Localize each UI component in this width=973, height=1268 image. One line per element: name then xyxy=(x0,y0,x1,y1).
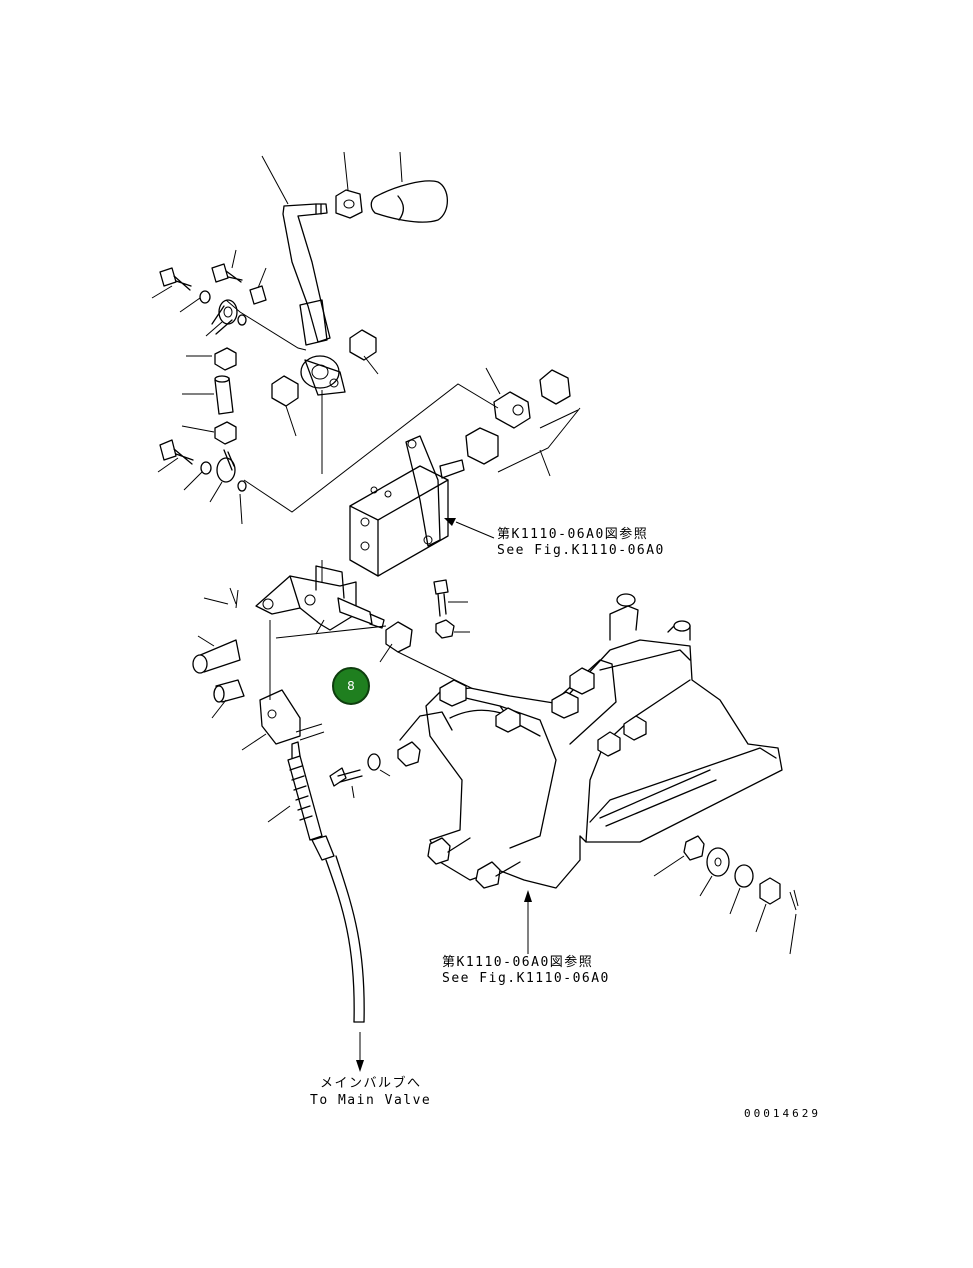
rod-end-upper xyxy=(211,299,238,335)
control-cable xyxy=(287,741,365,1023)
mounting-frame xyxy=(397,593,783,889)
washer xyxy=(199,290,211,304)
destination-note-en: To Main Valve xyxy=(310,1093,432,1108)
collar xyxy=(385,621,413,653)
callout-leaders-right xyxy=(653,855,797,955)
washer xyxy=(706,847,730,877)
nut xyxy=(214,347,237,371)
callout-leaders-mid xyxy=(197,597,393,823)
pin xyxy=(213,679,245,703)
callout-leaders xyxy=(151,151,551,525)
washer xyxy=(237,480,247,492)
nut xyxy=(435,619,455,639)
castle-nut xyxy=(759,877,781,905)
nut xyxy=(214,421,237,445)
part-hotspot-8[interactable]: 8 xyxy=(332,667,370,705)
bolt-upper-left xyxy=(159,267,192,291)
collar xyxy=(539,369,571,405)
small-nut xyxy=(249,285,267,305)
ref-note-upper-en: See Fig.K1110-06A0 xyxy=(497,543,665,558)
drawing-number: 00014629 xyxy=(744,1107,821,1120)
valve-block xyxy=(349,435,465,577)
ref-arrow-upper-head xyxy=(444,518,456,526)
cotter-pin xyxy=(229,587,239,609)
yoke xyxy=(259,689,301,745)
cotter-pin xyxy=(295,723,325,741)
bushing xyxy=(349,329,377,361)
ref-note-upper-jp: 第K1110-06A0図参照 xyxy=(497,527,649,542)
bracket-upper xyxy=(493,391,531,429)
cotter-pin xyxy=(789,889,799,911)
bolt-lower xyxy=(329,767,363,787)
bolt-right xyxy=(433,579,449,617)
lever-nut xyxy=(335,189,363,219)
bushing xyxy=(271,375,299,407)
hotspot-label: 8 xyxy=(347,679,355,693)
ref-note-lower-en: See Fig.K1110-06A0 xyxy=(442,971,610,986)
clevis-pin xyxy=(192,639,241,674)
bolt-upper-mid xyxy=(211,263,243,283)
washer xyxy=(734,864,754,888)
rod-end-lower xyxy=(216,449,236,483)
ref-arrow-lower-head xyxy=(524,890,532,902)
ref-arrow-upper xyxy=(455,521,495,539)
washer xyxy=(237,314,247,326)
destination-note-jp: メインバルブへ xyxy=(320,1076,422,1091)
sleeve xyxy=(683,835,705,861)
washer xyxy=(367,753,381,771)
lever-bracket xyxy=(255,565,385,631)
collar xyxy=(465,427,499,465)
spacer-sleeve xyxy=(214,375,234,415)
bolt-lower-left xyxy=(159,439,194,465)
control-lever xyxy=(282,203,346,396)
washer xyxy=(200,461,212,475)
arrow-head xyxy=(356,1060,364,1072)
lever-knob xyxy=(370,180,449,223)
ref-note-lower-jp: 第K1110-06A0図参照 xyxy=(442,955,594,970)
